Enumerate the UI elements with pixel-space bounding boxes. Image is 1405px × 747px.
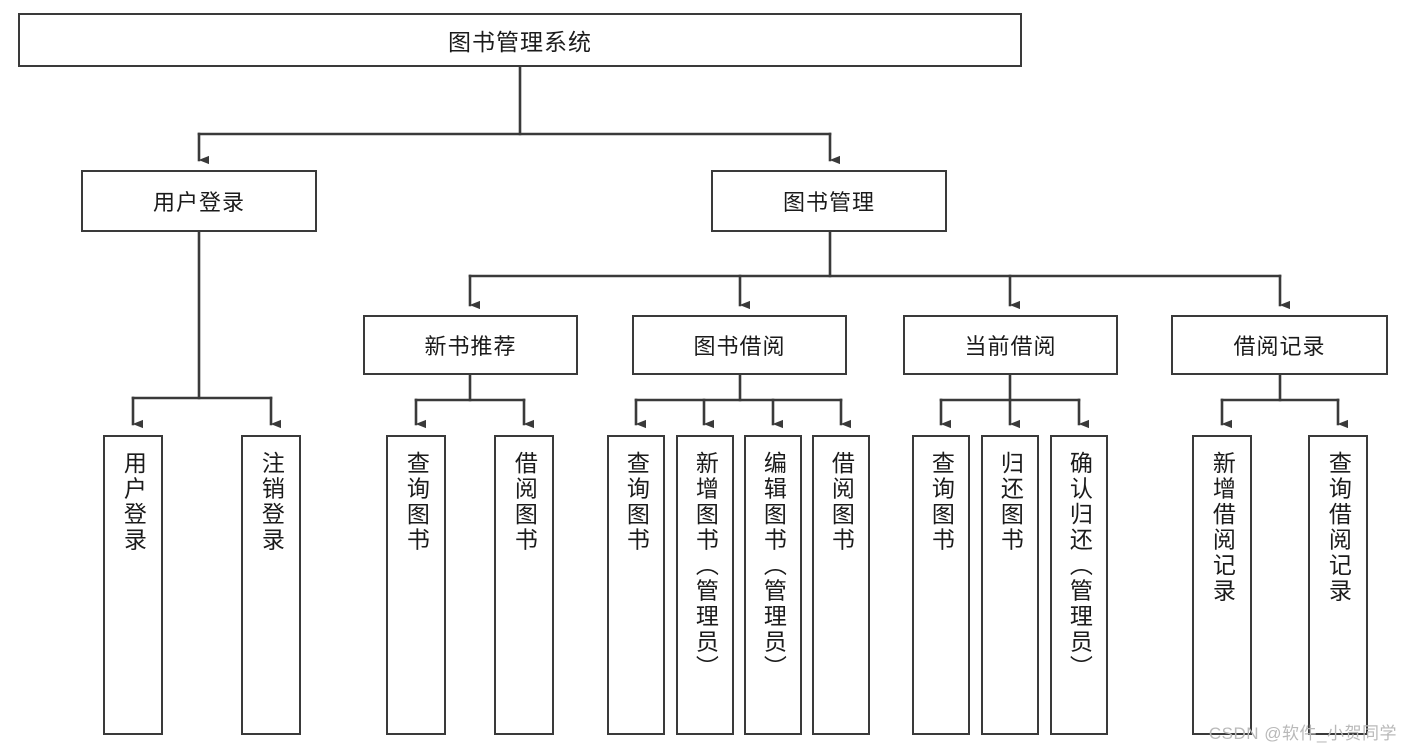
node-current-borrow[interactable]: 当前借阅 <box>903 315 1118 375</box>
node-label: 用户登录 <box>120 451 147 553</box>
leaf-book-borrow-add[interactable]: 新增图书（管理员） <box>676 435 734 735</box>
node-label: 图书借阅 <box>693 334 786 359</box>
node-label: 借阅图书 <box>828 451 855 553</box>
node-label: 借阅图书 <box>511 451 538 553</box>
leaf-book-borrow-borrow[interactable]: 借阅图书 <box>812 435 870 735</box>
leaf-current-borrow-query[interactable]: 查询图书 <box>912 435 970 735</box>
leaf-current-borrow-return[interactable]: 归还图书 <box>981 435 1039 735</box>
leaf-borrow-records-query[interactable]: 查询借阅记录 <box>1308 435 1368 735</box>
watermark-text: CSDN @软件_小贺同学 <box>1208 724 1397 743</box>
node-user-login[interactable]: 用户登录 <box>81 170 317 232</box>
leaf-book-borrow-query[interactable]: 查询图书 <box>607 435 665 735</box>
node-label: 查询图书 <box>928 451 955 553</box>
node-new-book-recommend[interactable]: 新书推荐 <box>363 315 578 375</box>
leaf-user-login-logout[interactable]: 注销登录 <box>241 435 301 735</box>
node-label: 新增借阅记录 <box>1209 451 1236 604</box>
node-label: 编辑图书（管理员） <box>760 451 787 681</box>
node-label: 归还图书 <box>997 451 1024 553</box>
node-book-management[interactable]: 图书管理 <box>711 170 947 232</box>
node-label: 新书推荐 <box>424 334 517 359</box>
node-label: 查询图书 <box>403 451 430 553</box>
node-label: 注销登录 <box>258 451 285 553</box>
leaf-current-borrow-confirm-return[interactable]: 确认归还（管理员） <box>1050 435 1108 735</box>
node-root-book-management-system[interactable]: 图书管理系统 <box>18 13 1022 67</box>
node-label: 查询图书 <box>623 451 650 553</box>
node-label: 确认归还（管理员） <box>1066 451 1093 681</box>
leaf-borrow-records-add[interactable]: 新增借阅记录 <box>1192 435 1252 735</box>
leaf-new-book-borrow[interactable]: 借阅图书 <box>494 435 554 735</box>
node-label: 查询借阅记录 <box>1325 451 1352 604</box>
node-label: 图书管理系统 <box>448 29 592 55</box>
node-label: 当前借阅 <box>964 334 1057 359</box>
node-label: 新增图书（管理员） <box>692 451 719 681</box>
leaf-user-login-login[interactable]: 用户登录 <box>103 435 163 735</box>
node-label: 图书管理 <box>782 190 875 215</box>
node-label: 借阅记录 <box>1233 334 1326 359</box>
leaf-book-borrow-edit[interactable]: 编辑图书（管理员） <box>744 435 802 735</box>
node-label: 用户登录 <box>152 190 245 215</box>
node-borrow-records[interactable]: 借阅记录 <box>1171 315 1388 375</box>
node-book-borrow[interactable]: 图书借阅 <box>632 315 847 375</box>
leaf-new-book-query[interactable]: 查询图书 <box>386 435 446 735</box>
